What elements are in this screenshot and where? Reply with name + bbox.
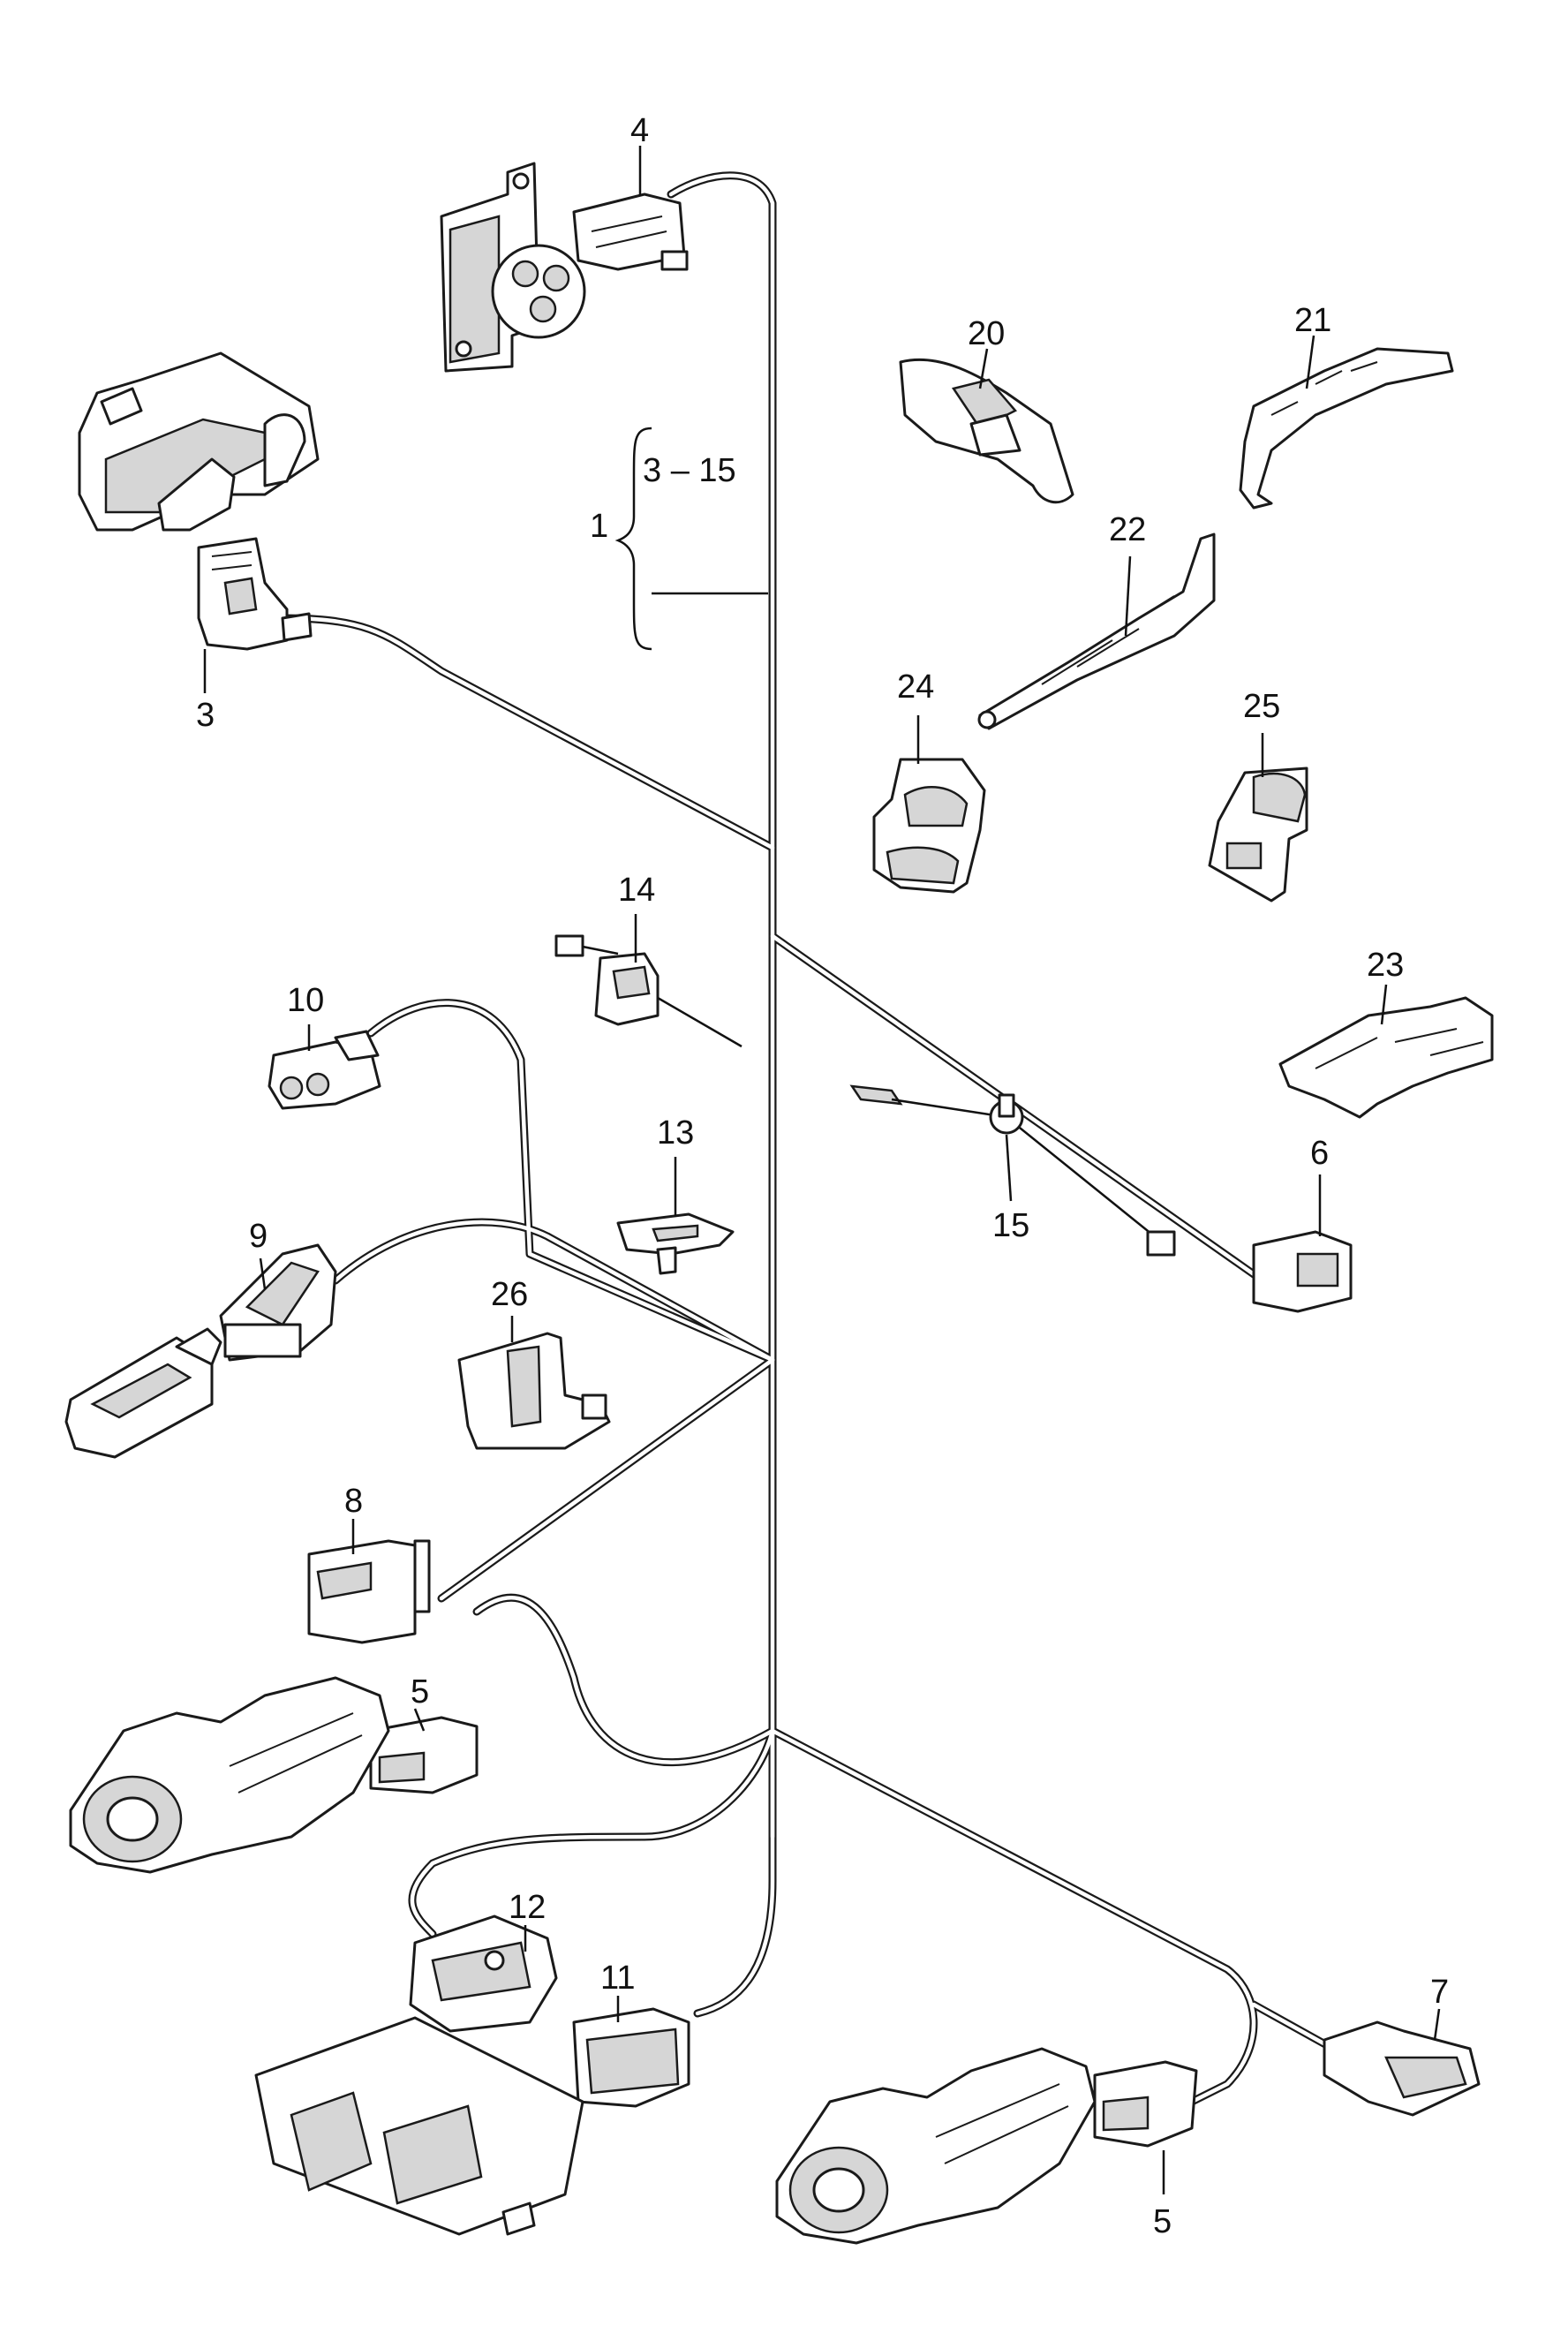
range-brace [614,427,768,651]
part-9-connector-with-switch [64,1243,337,1459]
part-5-connector-lower [1093,2060,1198,2148]
callout-8: 8 [344,1483,363,1520]
callout-15: 15 [992,1207,1029,1244]
part-25-clip [1208,767,1308,902]
part-13-clip [616,1212,735,1275]
part-8-connector [307,1539,431,1644]
callout-22: 22 [1109,511,1146,548]
part-10-connector [268,1030,381,1110]
callout-4: 4 [630,112,649,149]
callout-3-15: 3 – 15 [643,452,736,489]
callout-21: 21 [1294,302,1331,339]
part-14-clip [554,934,743,1048]
part-22-bracket [977,532,1216,730]
part-26-bracket [457,1332,611,1450]
callout-10: 10 [287,982,324,1019]
part-3-connector [197,537,313,651]
part-11-connector [572,2007,690,2108]
callout-26: 26 [491,1276,528,1313]
part-4-connector-with-socket [440,162,689,373]
part-7-connector [1323,2020,1481,2117]
seat-adjust-motor-upper [69,1676,390,1874]
callout-6: 6 [1310,1135,1329,1172]
callout-5-upper: 5 [411,1673,429,1711]
part-21-bracket [1239,347,1454,510]
callout-12: 12 [509,1889,546,1926]
callout-1: 1 [590,508,608,545]
callout-9: 9 [249,1218,268,1255]
part-6-connector [1252,1230,1353,1313]
part-24-clip [872,758,986,894]
callout-20: 20 [968,315,1005,352]
seat-switch-housing [78,351,320,532]
callout-14: 14 [618,872,655,909]
callout-labels: 1 3 – 15 3 4 20 21 22 24 25 14 10 23 13 … [196,112,1449,2240]
callout-5-lower: 5 [1153,2203,1172,2240]
callout-24: 24 [897,668,934,706]
part-12-connector [409,1914,558,2033]
part-20-clip [899,358,1074,504]
callout-7: 7 [1430,1974,1449,2011]
part-23-bracket [1278,996,1494,1119]
seat-adjust-motor-lower [775,2047,1097,2245]
callout-11: 11 [600,1960,635,1997]
part-15-cable-tie [849,1084,1176,1257]
callout-25: 25 [1243,688,1280,725]
callout-23: 23 [1367,947,1404,984]
callout-13: 13 [657,1114,694,1152]
callout-3: 3 [196,697,215,734]
control-unit [254,2016,584,2236]
leader-lines [203,146,1441,2194]
harness-wires [278,171,1338,2106]
part-5-connector-upper [369,1716,479,1794]
